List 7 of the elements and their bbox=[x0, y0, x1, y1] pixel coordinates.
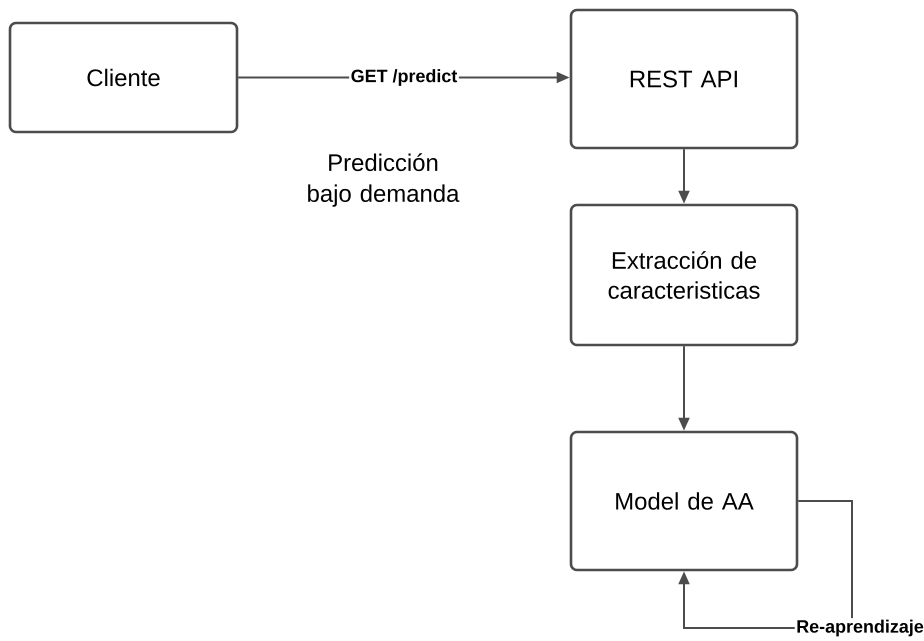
note-text: Predicción bajo demanda bbox=[308, 153, 460, 207]
process-box: Cliente bbox=[8, 22, 238, 134]
process-box: Extracción de caracteristicas bbox=[570, 204, 798, 346]
process-box: Model de AA bbox=[570, 430, 798, 572]
edge-label: GET /predict bbox=[349, 68, 459, 88]
process-box: REST API bbox=[570, 8, 798, 150]
edge-label: Re-aprendizaje bbox=[794, 618, 924, 638]
